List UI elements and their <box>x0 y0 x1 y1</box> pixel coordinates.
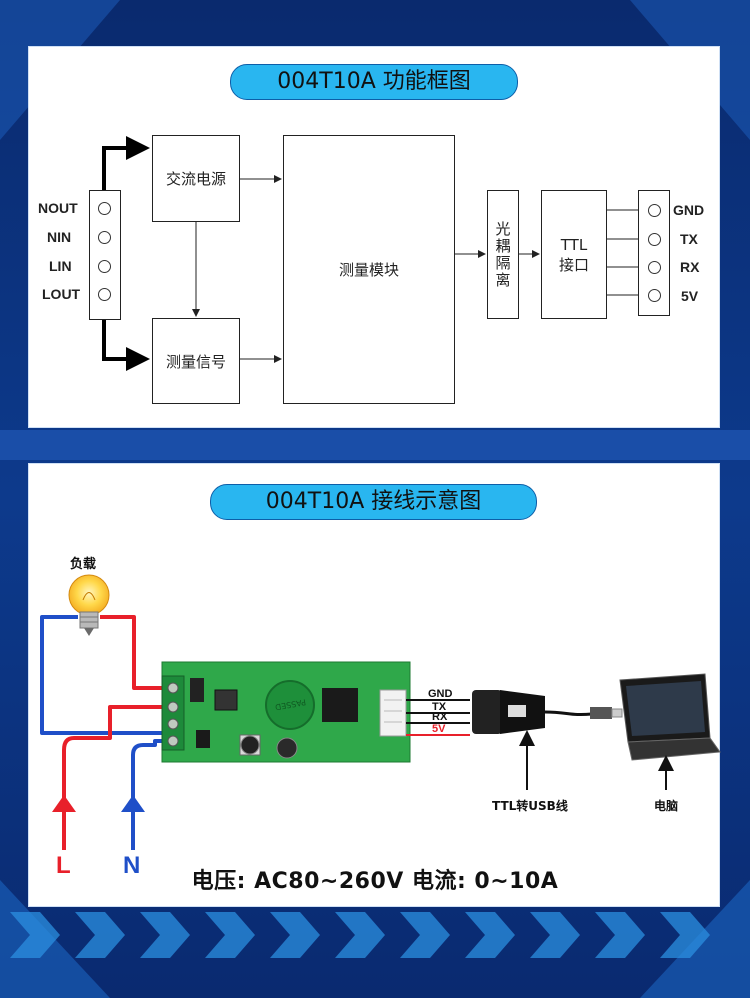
terminal-lout <box>98 288 111 301</box>
ttl-interface-label: TTL接口 <box>558 235 589 274</box>
wiring-diagram-title: 004T10A 接线示意图 <box>210 484 537 520</box>
measure-module-label: 测量模块 <box>338 261 399 279</box>
label-tx: TX <box>680 231 698 247</box>
ac-power-label: 交流电源 <box>165 170 226 188</box>
connector-tx-label: TX <box>432 701 447 713</box>
wiring-diagram-panel <box>28 463 720 907</box>
terminal-lin <box>98 260 111 273</box>
label-lin: LIN <box>49 258 72 274</box>
spec-text: 电压: AC80~260V 电流: 0~10A <box>191 869 559 894</box>
live-label: L <box>56 852 71 879</box>
neutral-label: N <box>123 852 141 879</box>
ttl-interface-box: TTL接口 <box>541 190 607 319</box>
terminal-tx <box>648 233 661 246</box>
measure-module-box: 测量模块 <box>283 135 455 404</box>
label-rx: RX <box>680 259 700 275</box>
optocoupler-label: 光耦隔离 <box>493 220 512 289</box>
terminal-rx <box>648 261 661 274</box>
ac-power-box: 交流电源 <box>152 135 240 222</box>
label-nout: NOUT <box>38 200 78 216</box>
measure-signal-box: 测量信号 <box>152 318 240 404</box>
terminal-gnd <box>648 204 661 217</box>
label-5v: 5V <box>681 288 699 304</box>
label-lout: LOUT <box>42 286 81 302</box>
terminal-nout <box>98 202 111 215</box>
load-label: 负载 <box>70 557 97 572</box>
terminal-5v <box>648 289 661 302</box>
usb-cable-label: TTL转USB线 <box>492 799 568 813</box>
measure-signal-label: 测量信号 <box>165 352 226 371</box>
label-nin: NIN <box>47 229 72 245</box>
computer-label: 电脑 <box>654 799 679 813</box>
label-gnd: GND <box>673 202 705 218</box>
optocoupler-box: 光耦隔离 <box>487 190 519 319</box>
block-diagram-title: 004T10A 功能框图 <box>230 64 518 100</box>
terminal-nin <box>98 231 111 244</box>
connector-gnd-label: GND <box>428 688 453 700</box>
connector-5v-label: 5V <box>432 723 446 735</box>
connector-rx-label: RX <box>432 711 448 723</box>
